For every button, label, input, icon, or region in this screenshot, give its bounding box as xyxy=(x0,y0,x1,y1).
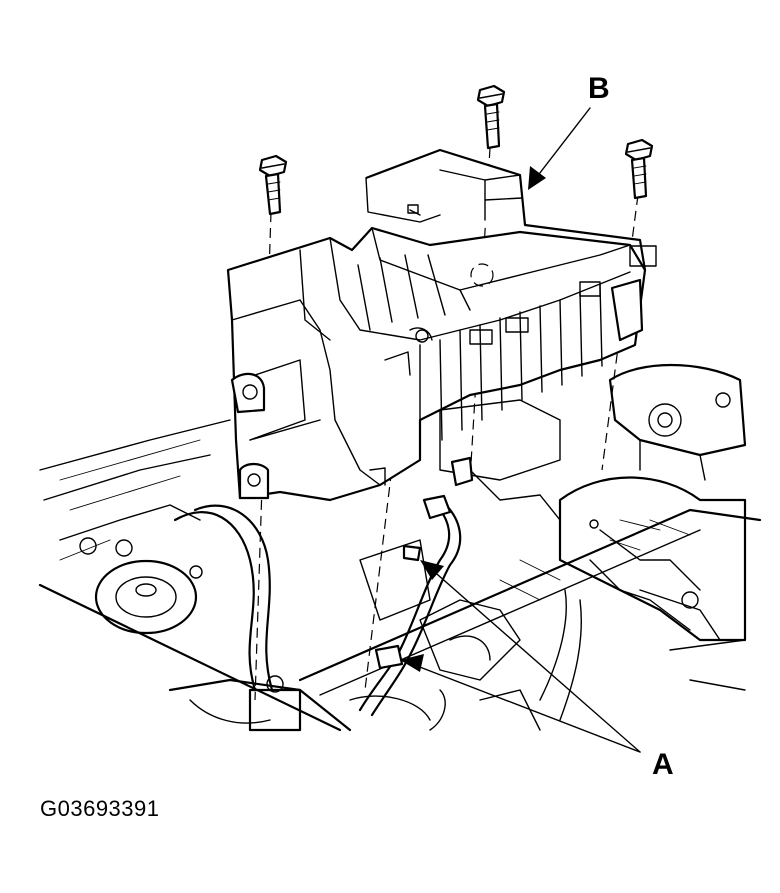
bolt-left xyxy=(258,154,288,216)
callout-label-a: A xyxy=(652,748,674,781)
callout-label-b: B xyxy=(588,72,610,105)
bolt-center xyxy=(476,84,506,150)
arrowhead-a-upper xyxy=(420,560,444,580)
wire-harness xyxy=(358,494,462,717)
figure-id: G03693391 xyxy=(40,796,160,821)
callout-leaders xyxy=(400,107,641,753)
engine-bay xyxy=(38,363,762,732)
arrowhead-a-lower xyxy=(400,654,424,672)
bolt-right xyxy=(624,138,654,200)
battery-box xyxy=(226,148,657,502)
arrowhead-b xyxy=(528,166,546,190)
